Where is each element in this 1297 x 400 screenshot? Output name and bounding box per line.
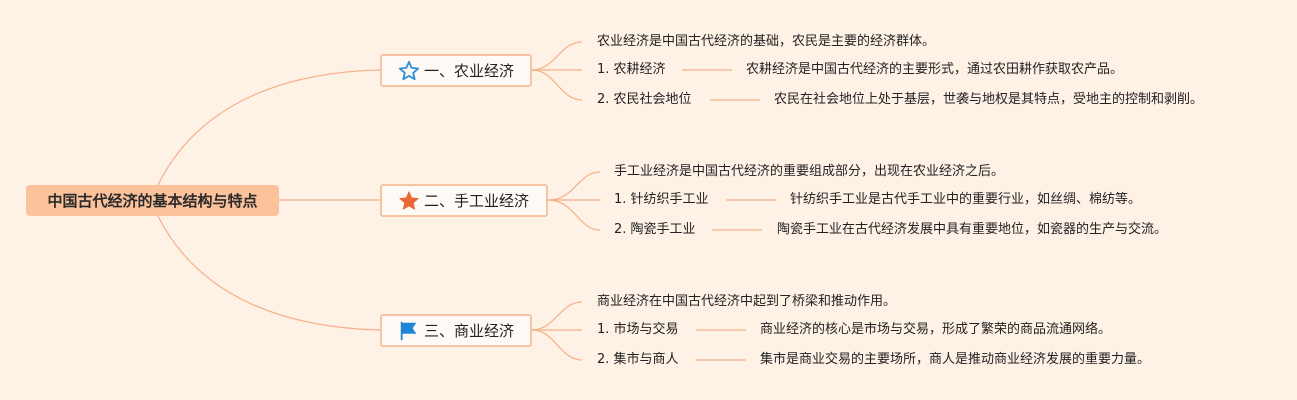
item-label[interactable]: 1. 市场与交易	[597, 322, 679, 337]
item-label[interactable]: 1. 农耕经济	[597, 62, 666, 77]
root-node[interactable]: 中国古代经济的基本结构与特点	[26, 185, 279, 216]
branch-node-commerce[interactable]: 三、商业经济	[380, 314, 532, 347]
branch-summary: 商业经济在中国古代经济中起到了桥梁和推动作用。	[597, 294, 897, 309]
branch-label: 一、农业经济	[424, 62, 515, 80]
item-label[interactable]: 2. 集市与商人	[597, 352, 679, 367]
item-description: 集市是商业交易的主要场所，商人是推动商业经济发展的重要力量。	[760, 352, 1151, 367]
connector-b2-summary	[547, 171, 601, 201]
branch-label: 二、手工业经济	[424, 192, 530, 210]
item-description: 农耕经济是中国古代经济的主要形式，通过农田耕作获取农产品。	[746, 62, 1124, 77]
branch-node-handicraft[interactable]: 二、手工业经济	[380, 184, 548, 217]
branch-summary: 手工业经济是中国古代经济的重要组成部分，出现在农业经济之后。	[614, 164, 1005, 179]
item-description: 商业经济的核心是市场与交易，形成了繁荣的商品流通网络。	[760, 322, 1112, 337]
item-description: 农民在社会地位上处于基层，世袭与地权是其特点，受地主的控制和剥削。	[774, 92, 1204, 107]
item-description: 陶瓷手工业在古代经济发展中具有重要地位，如瓷器的生产与交流。	[777, 222, 1168, 237]
connector-root-branch-1	[157, 69, 381, 186]
item-label[interactable]: 2. 陶瓷手工业	[614, 222, 696, 237]
connector-b3-summary	[531, 301, 583, 331]
root-label: 中国古代经济的基本结构与特点	[47, 192, 258, 210]
connector-b1-summary	[531, 41, 583, 71]
star-outline-icon	[398, 60, 420, 80]
connector-b3-item2	[531, 329, 583, 361]
item-label[interactable]: 1. 针纺织手工业	[614, 192, 709, 207]
item-label[interactable]: 2. 农民社会地位	[597, 92, 692, 107]
connector-root-branch-3	[157, 215, 381, 331]
star-filled-icon	[399, 190, 419, 210]
branch-summary: 农业经济是中国古代经济的基础，农民是主要的经济群体。	[597, 34, 936, 49]
branch-node-agriculture[interactable]: 一、农业经济	[380, 54, 532, 87]
connector-b2-item2	[547, 199, 601, 231]
item-description: 针纺织手工业是古代手工业中的重要行业，如丝绸、棉纺等。	[790, 192, 1142, 207]
branch-label: 三、商业经济	[424, 322, 515, 340]
connector-b1-item2	[531, 69, 583, 101]
flag-icon	[400, 321, 417, 340]
